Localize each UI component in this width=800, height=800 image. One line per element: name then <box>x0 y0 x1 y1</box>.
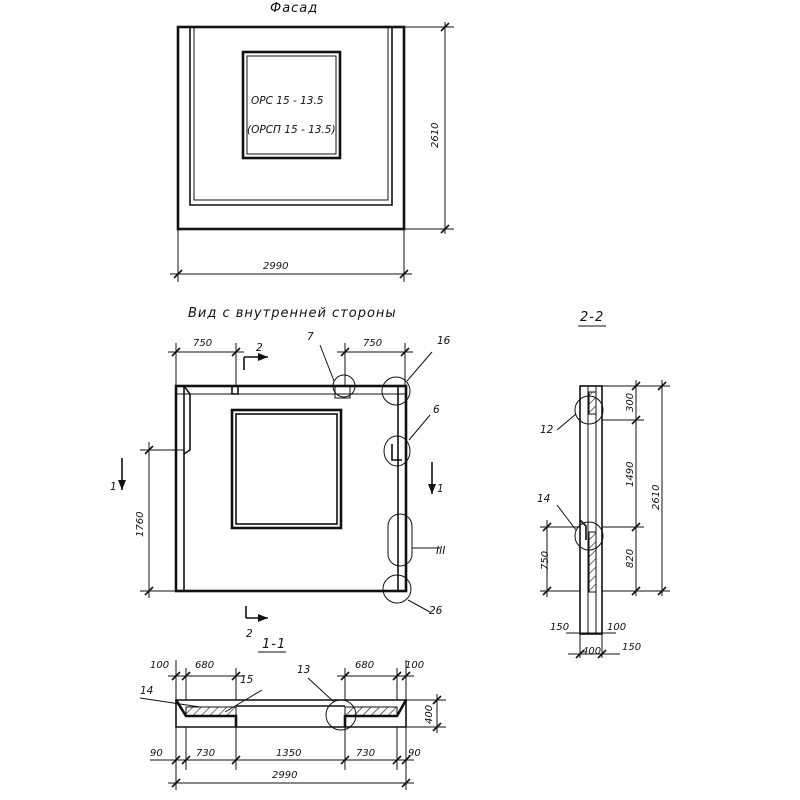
s11-dim-730-left: 730 <box>196 748 215 759</box>
section-2-label-top: 2 <box>256 342 263 354</box>
marker-6-circle <box>383 435 411 467</box>
marker-7-circle <box>332 374 356 398</box>
s22-dim-150-right: 150 <box>622 642 641 653</box>
section-2-2: 2-2 12 14 300 1490 820 2610 <box>537 310 670 659</box>
inner-panel <box>174 384 408 593</box>
facade-label-alt: (ОРСП 15 - 13.5) <box>247 124 336 136</box>
s11-dim-90-right: 90 <box>408 748 421 759</box>
facade-dim-width: 2990 <box>263 261 288 272</box>
marker-12-circle <box>574 395 604 425</box>
marker-26: 26 <box>429 605 443 617</box>
marker-3: III <box>436 545 445 557</box>
inner-dim-1760: 1760 <box>135 512 146 537</box>
s22-dim-400: 400 <box>582 646 601 657</box>
section-2-label-bottom: 2 <box>246 628 253 640</box>
s11-dim-680-right: 680 <box>355 660 374 671</box>
section-1-1: 1-1 100 680 680 100 13 14 15 <box>139 637 446 790</box>
marker-16: 16 <box>437 335 451 347</box>
s11-dim-2990: 2990 <box>272 770 297 781</box>
s11-dim-680-left: 680 <box>195 660 214 671</box>
section-2-2-title: 2-2 <box>580 310 604 325</box>
facade-window <box>241 50 342 160</box>
facade-view: Фасад ОРС 15 - 13.5 (ОРСП 15 - 13.5) 261… <box>170 1 454 282</box>
section-2-2-wall <box>579 385 603 635</box>
facade-inner-border-2 <box>193 27 389 201</box>
marker-13: 13 <box>297 664 310 676</box>
marker-12: 12 <box>540 424 554 436</box>
marker-16-circle <box>381 376 411 406</box>
inner-side-view: Вид с внутренней стороны 750 750 2 <box>110 306 451 640</box>
s22-dim-150-left: 150 <box>550 622 569 633</box>
s22-dim-2610: 2610 <box>651 485 662 510</box>
marker-13-circle <box>325 699 357 731</box>
marker-7: 7 <box>307 331 314 343</box>
facade-title: Фасад <box>270 1 318 16</box>
marker-14-1-1: 14 <box>140 685 153 697</box>
section-1-label-right: 1 <box>437 483 444 495</box>
section-1-1-title: 1-1 <box>262 637 286 652</box>
marker-15: 15 <box>240 674 254 686</box>
s22-dim-300: 300 <box>625 393 636 412</box>
s22-dim-820: 820 <box>625 549 636 568</box>
s11-dim-1350: 1350 <box>276 748 301 759</box>
s11-dim-100-left: 100 <box>150 660 169 671</box>
inner-dim-right-750: 750 <box>363 338 382 349</box>
facade-inner-border <box>189 27 393 206</box>
marker-14-circle-2 <box>574 521 604 551</box>
s11-dim-90-left: 90 <box>150 748 163 759</box>
facade-dim-height: 2610 <box>430 123 441 148</box>
marker-26-circle <box>382 574 412 604</box>
marker-6: 6 <box>433 404 440 416</box>
section-1-label-left: 1 <box>110 481 117 493</box>
marker-14-2-2: 14 <box>537 493 550 505</box>
s11-dim-100-right: 100 <box>405 660 424 671</box>
marker-3-oval <box>387 513 413 567</box>
s22-dim-750: 750 <box>540 551 551 570</box>
inner-view-title: Вид с внутренней стороны <box>188 306 397 321</box>
left-rib-detail <box>183 385 191 455</box>
inner-window <box>230 408 343 530</box>
facade-label-main: ОРС 15 - 13.5 <box>251 95 324 107</box>
s22-dim-100: 100 <box>607 622 626 633</box>
s11-dim-400: 400 <box>424 705 435 724</box>
s22-dim-1490: 1490 <box>625 462 636 487</box>
s11-dim-730-right: 730 <box>356 748 375 759</box>
inner-dim-left-750: 750 <box>193 338 212 349</box>
